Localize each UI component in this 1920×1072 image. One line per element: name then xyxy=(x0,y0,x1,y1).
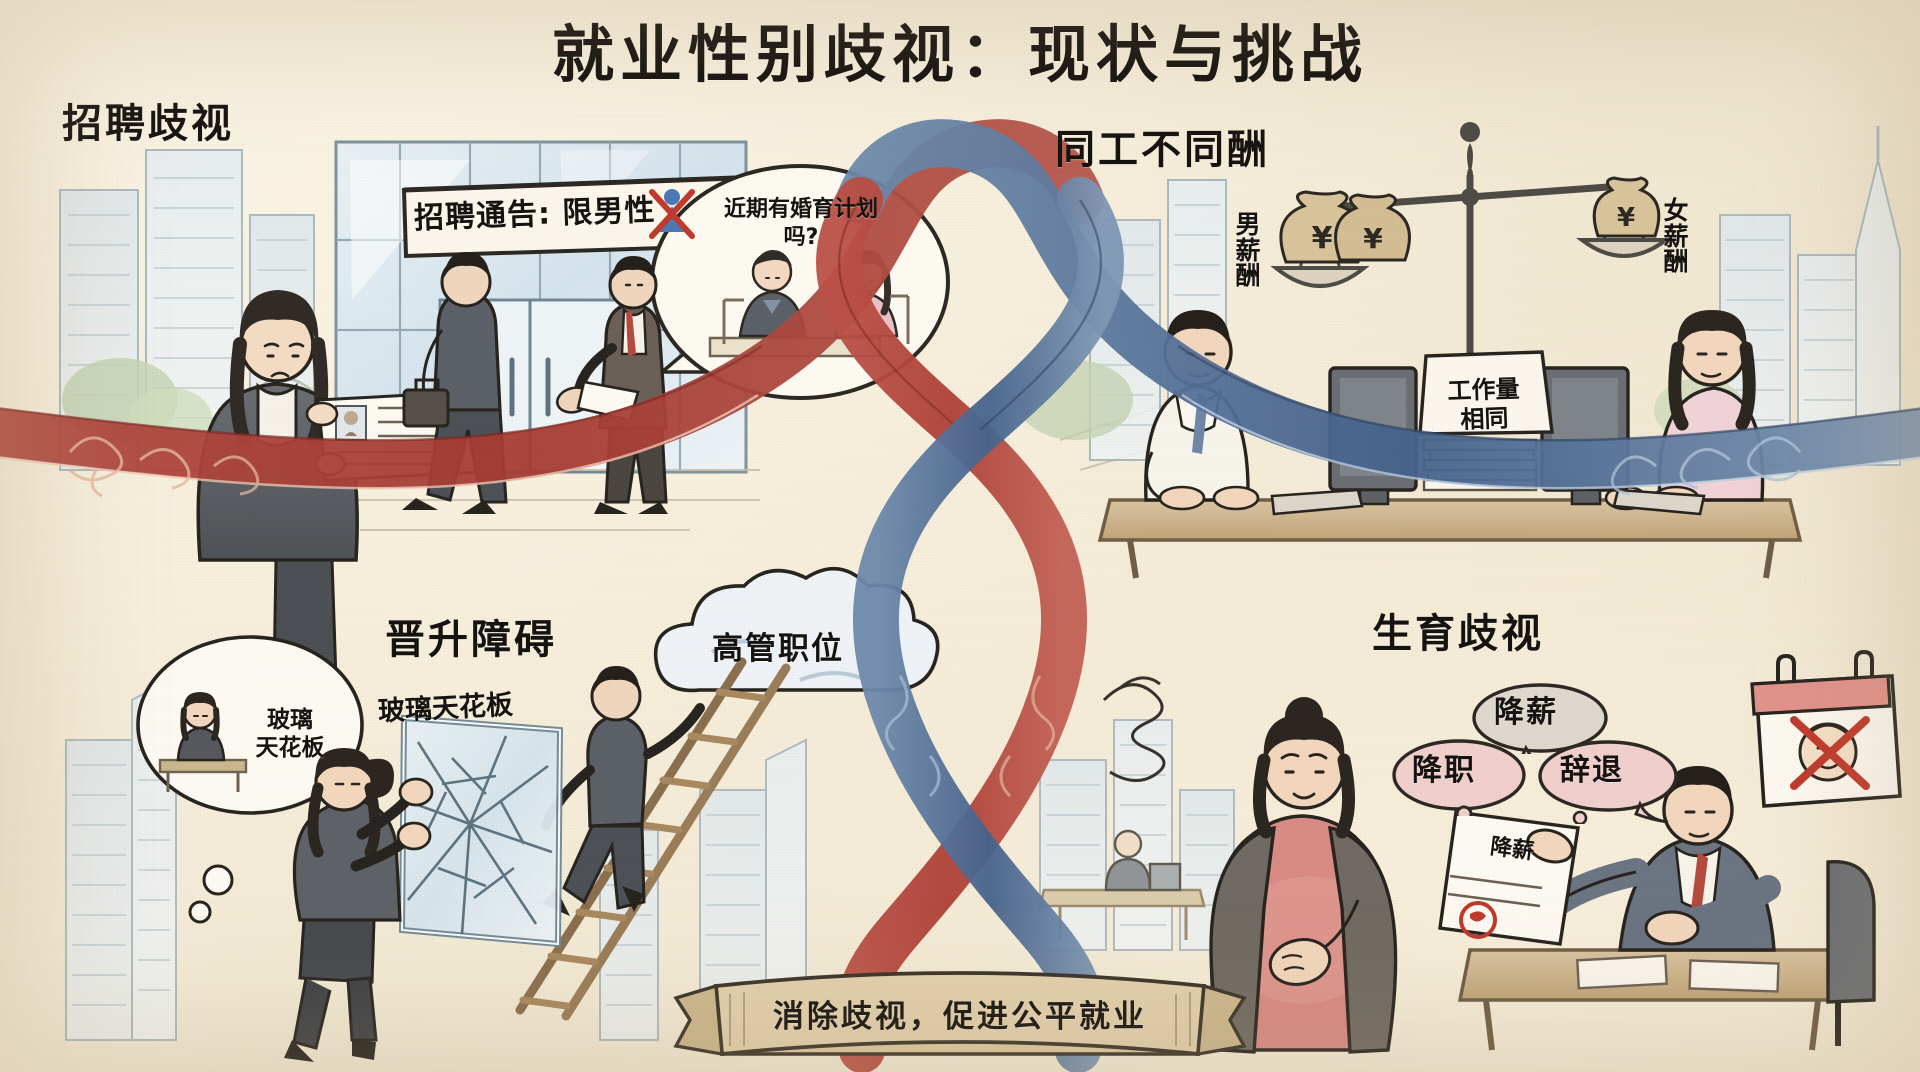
thought-bubble-glass-ceiling xyxy=(136,635,364,924)
crossed-out-female-icon xyxy=(646,186,698,240)
section-heading-promotion: 晋升障碍 xyxy=(385,617,557,663)
figure-recruiter xyxy=(555,256,668,514)
section-heading-hiring: 招聘歧视 xyxy=(62,101,234,147)
ribbon-cross-lower xyxy=(816,177,1124,1072)
manager-desk xyxy=(1457,860,1876,1051)
desk-sign-equal-workload: 工作量 相同 xyxy=(1447,374,1520,435)
skyline-bottom-right xyxy=(1038,719,1235,951)
bubble-pay-cut-text: 降薪 xyxy=(1494,695,1558,730)
bubble-demotion xyxy=(1390,738,1528,823)
money-bag-heavy-2: ¥ xyxy=(1334,193,1411,262)
page-title: 就业性别歧视：现状与挑战 xyxy=(551,18,1368,91)
svg-text:¥: ¥ xyxy=(1617,203,1635,233)
svg-text:¥: ¥ xyxy=(1312,221,1333,256)
figure-woman-pushing xyxy=(284,748,434,1062)
footer-banner-text: 消除歧视，促进公平就业 xyxy=(773,999,1147,1035)
bubble-demotion-text: 降职 xyxy=(1412,753,1476,788)
svg-text:¥: ¥ xyxy=(1363,222,1383,255)
worry-scribble-icon xyxy=(1102,676,1166,782)
glass-ceiling-panel xyxy=(398,714,564,948)
pay-cut-document xyxy=(1438,810,1580,946)
label-male-pay: 男薪酬 xyxy=(1235,210,1261,290)
balance-scale: ¥ ¥ ¥ xyxy=(1270,122,1672,395)
interview-question-text: 近期有婚育计划吗? xyxy=(723,197,878,250)
thought-bubble-text-glass-ceiling: 玻璃 天花板 xyxy=(255,707,325,762)
ribbon-blue xyxy=(836,119,1920,496)
section-heading-equal-pay: 同工不同酬 xyxy=(1055,127,1270,173)
bubble-dismissal xyxy=(1536,740,1684,826)
cloud-label-executive-position: 高管职位 xyxy=(712,631,844,667)
label-female-pay: 女薪酬 xyxy=(1663,196,1689,276)
figure-man-climbing xyxy=(541,666,705,916)
section-heading-maternity: 生育歧视 xyxy=(1372,611,1544,657)
bubble-dismissal-text: 辞退 xyxy=(1560,753,1624,788)
calendar-no-baby xyxy=(1750,649,1902,808)
bubble-pay-cut xyxy=(1470,682,1610,772)
footer-banner-shape xyxy=(673,971,1247,1057)
money-bag-light: ¥ xyxy=(1592,176,1661,238)
figure-pregnant-woman xyxy=(1209,697,1398,1054)
document-label-pay-cut: 降薪 xyxy=(1488,834,1536,865)
